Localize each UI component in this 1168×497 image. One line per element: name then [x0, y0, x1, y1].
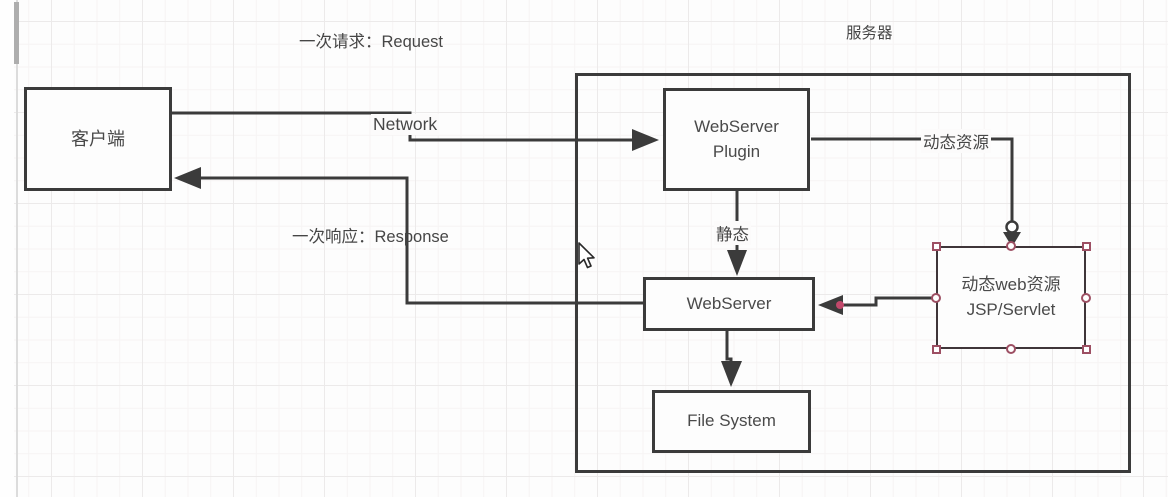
webserver-plugin-node[interactable]: WebServer Plugin [663, 88, 810, 191]
dynamic-web-label-line1: 动态web资源 [961, 274, 1061, 294]
response-arrowhead [174, 167, 201, 189]
static-label[interactable]: 静态 [714, 221, 751, 245]
dynamic-arrowhead [1003, 232, 1021, 247]
static-arrowhead [727, 250, 747, 276]
left-scrollbar-track[interactable] [16, 0, 18, 497]
selection-handle-ne[interactable] [1081, 241, 1091, 251]
server-container-box[interactable] [575, 73, 1131, 473]
left-scrollbar-thumb[interactable] [14, 2, 19, 64]
mouse-cursor-icon [578, 242, 595, 269]
jsp-webserver-connector[interactable] [818, 295, 936, 315]
selection-handle-se[interactable] [1081, 344, 1091, 354]
client-node-label: 客户端 [71, 128, 125, 149]
response-connector[interactable] [174, 167, 643, 305]
webserver-filesystem-connector[interactable] [721, 331, 742, 387]
webserver-node-label: WebServer [686, 293, 772, 313]
network-label[interactable]: Network [371, 114, 440, 135]
dynamic-resource-connector[interactable] [811, 137, 1021, 247]
canvas-left-margin [0, 0, 14, 497]
selection-handle-sw[interactable] [931, 344, 941, 354]
server-label[interactable]: 服务器 [846, 25, 893, 42]
client-node[interactable]: 客户端 [24, 87, 172, 191]
dynamic-resource-label[interactable]: 动态资源 [921, 129, 991, 153]
connector-endpoint-dot[interactable] [836, 301, 844, 309]
selection-handle-s[interactable] [1006, 344, 1016, 354]
selection-handle-n[interactable] [1006, 241, 1016, 251]
selection-handle-w[interactable] [931, 292, 941, 303]
selection-handle-e[interactable] [1081, 292, 1091, 303]
connector-joint-circle[interactable] [1005, 220, 1019, 234]
dynamic-web-label-line2: JSP/Servlet [966, 299, 1056, 319]
response-label[interactable]: 一次响应：Response [292, 228, 449, 246]
selection-handle-nw[interactable] [931, 241, 941, 251]
filesystem-arrowhead [721, 361, 742, 387]
webserver-plugin-label-line2: Plugin [712, 141, 761, 161]
file-system-node-label: File System [687, 411, 776, 431]
webserver-node[interactable]: WebServer [643, 277, 815, 331]
file-system-node[interactable]: File System [652, 390, 811, 453]
request-label[interactable]: 一次请求：Request [299, 33, 443, 51]
dynamic-web-node[interactable]: 动态web资源 JSP/Servlet [936, 246, 1086, 349]
jsp-arrowhead [818, 295, 843, 315]
webserver-plugin-label-line1: WebServer [694, 116, 779, 136]
request-arrowhead [632, 129, 659, 151]
